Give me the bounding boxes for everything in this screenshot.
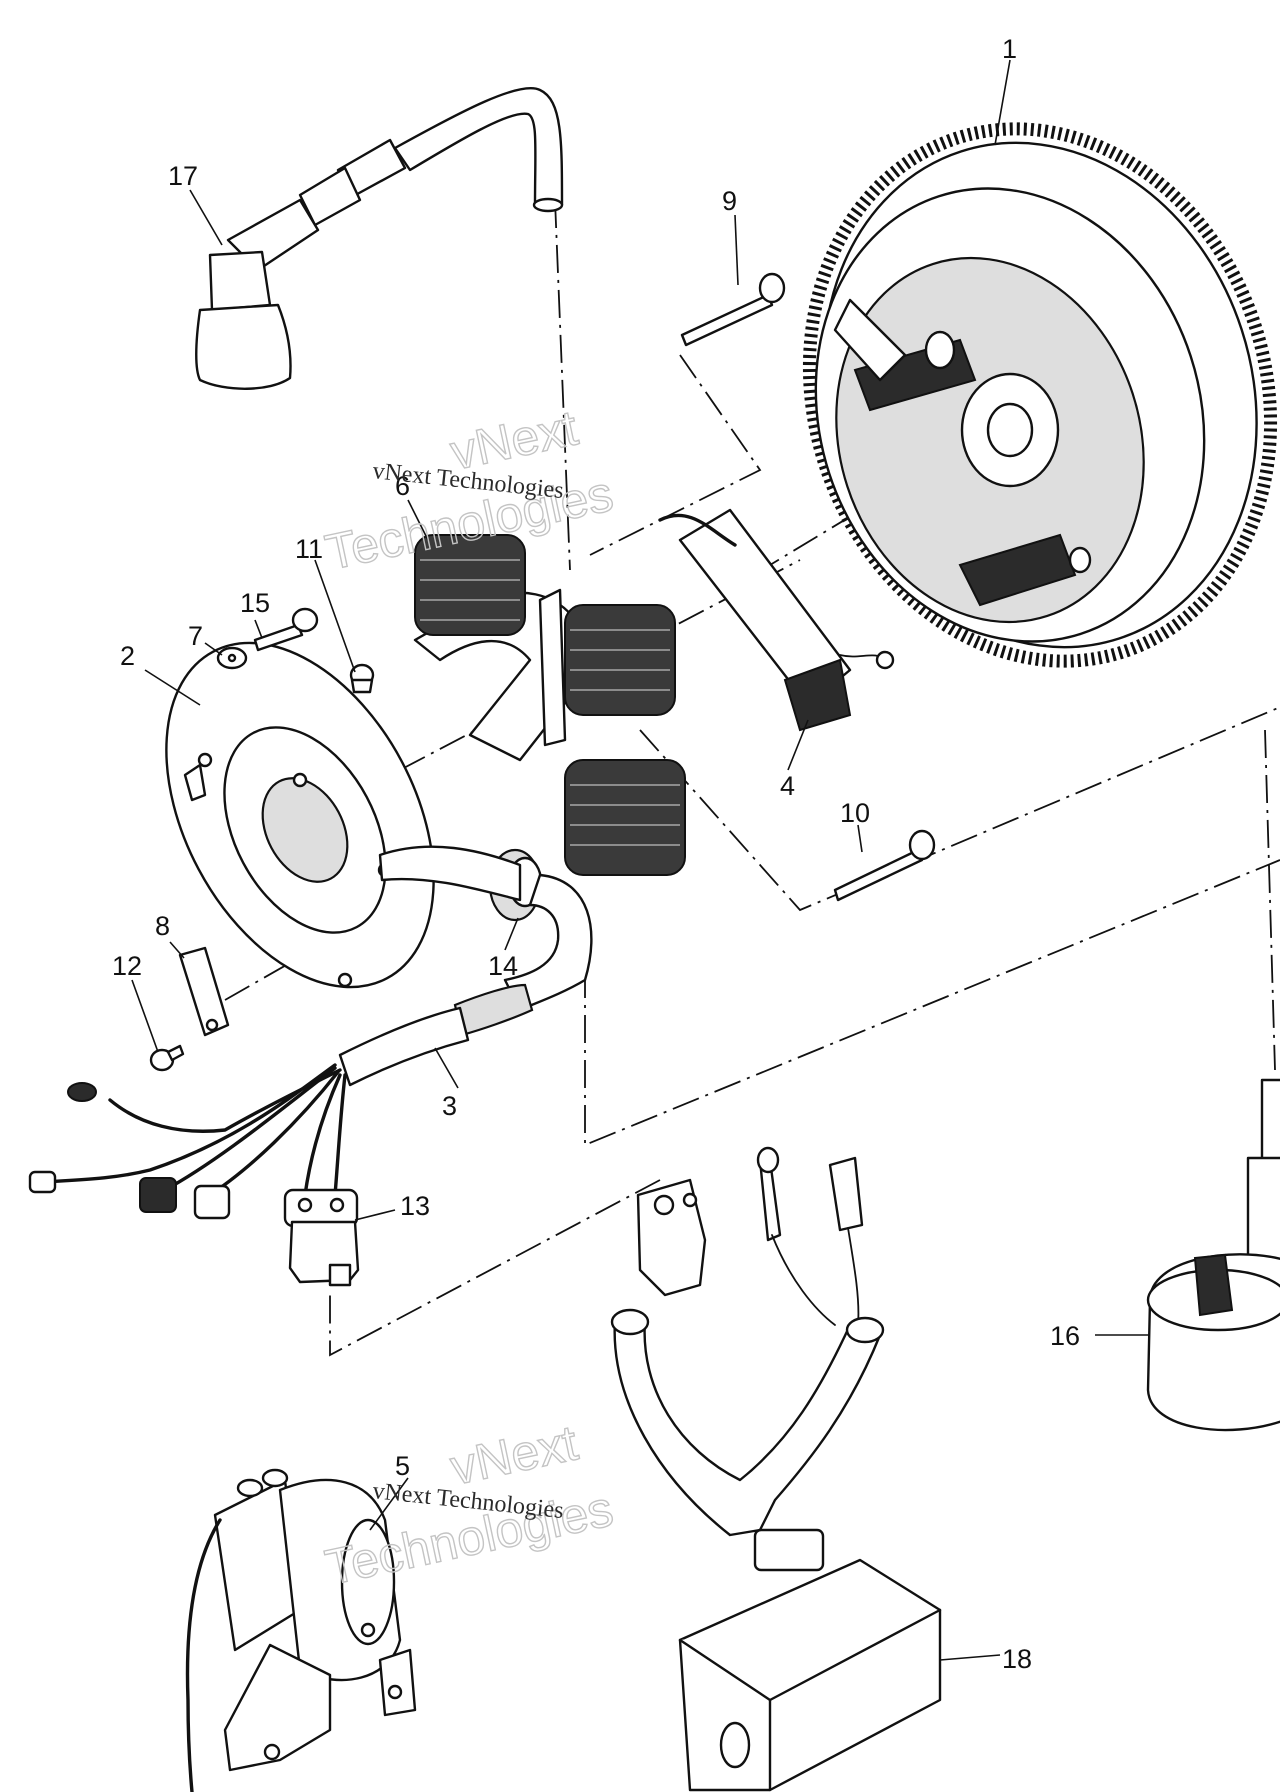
starter-relay-part	[185, 1468, 417, 1792]
washer-7-part	[216, 646, 248, 670]
callout-2: 2	[120, 641, 135, 671]
callout-5: 5	[395, 1451, 410, 1481]
callout-9: 9	[722, 186, 737, 216]
cdi-unit-part	[610, 1146, 942, 1792]
callout-11: 11	[295, 534, 323, 564]
screw-12-part	[149, 1044, 185, 1072]
callout-1: 1	[1002, 34, 1017, 64]
connector-13-part	[283, 1188, 360, 1287]
callout-6: 6	[395, 471, 410, 501]
callout-3: 3	[442, 1091, 457, 1121]
ignition-coil-part	[1146, 1078, 1280, 1432]
stator-coils-part	[413, 534, 686, 876]
screw-15-part	[253, 607, 319, 652]
callout-16: 16	[1050, 1321, 1080, 1351]
callout-8: 8	[155, 911, 170, 941]
pulser-coil-part	[658, 508, 895, 732]
callout-18: 18	[1002, 1644, 1032, 1674]
wire-harness-part	[28, 845, 593, 1220]
callout-7: 7	[188, 621, 203, 651]
screw-11-part	[349, 663, 375, 694]
callout-12: 12	[112, 951, 142, 981]
stator-plate-part	[165, 641, 435, 989]
callout-10: 10	[840, 798, 870, 828]
callout-13: 13	[400, 1191, 430, 1221]
callout-15: 15	[240, 588, 270, 618]
callout-17: 17	[168, 161, 198, 191]
callouts: 1 2 3 4 5 6 7 8 9 10 11 12 13 14 15 16 1…	[112, 34, 1080, 1674]
clamp-8-part	[178, 946, 230, 1037]
bolt-10-part	[833, 829, 936, 902]
callout-14: 14	[488, 951, 518, 981]
callout-4: 4	[780, 771, 795, 801]
spark-plug-cap-part	[195, 87, 564, 390]
bolt-9-part	[680, 272, 786, 347]
watermark-lower-line1: vNext	[446, 1414, 583, 1495]
flywheel-part	[802, 122, 1278, 668]
leader-lines	[131, 59, 1150, 1661]
